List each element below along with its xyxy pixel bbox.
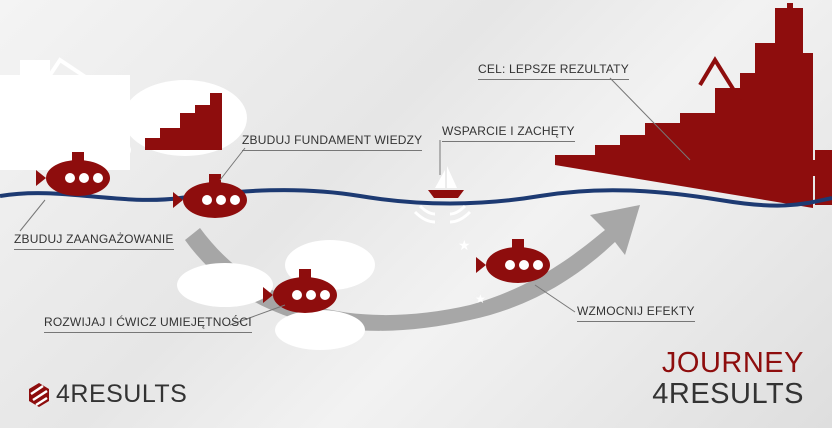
submarine-2 [173, 174, 247, 218]
journey-title: JOURNEY 4RESULTS [652, 348, 804, 410]
leader-lines [19, 77, 691, 326]
label-strengthen: WZMOCNIJ EFEKTY [577, 304, 695, 322]
label-knowledge: ZBUDUJ FUNDAMENT WIEDZY [242, 133, 423, 151]
start-city [0, 57, 130, 170]
logo-text: 4RESULTS [56, 380, 188, 408]
logo-icon [29, 382, 49, 407]
sailboat [413, 166, 472, 224]
goal-city [555, 3, 832, 208]
thought-cloud [108, 80, 247, 164]
label-engagement: ZBUDUJ ZAANGAŻOWANIE [14, 232, 174, 250]
brand-logo: 4RESULTS [28, 380, 187, 409]
sea-wave [0, 188, 832, 208]
star-icon: ★ [475, 292, 486, 306]
star-icon: ★ [458, 237, 471, 253]
progress-arrow [185, 205, 640, 331]
title-line-2: 4RESULTS [652, 378, 804, 410]
title-line-1: JOURNEY [661, 347, 804, 379]
label-goal: CEL: LEPSZE REZULTATY [478, 62, 629, 80]
label-support: WSPARCIE I ZACHĘTY [442, 124, 575, 142]
submarine-4 [476, 239, 550, 283]
label-skills: ROZWIJAJ I ĆWICZ UMIEJĘTNOŚCI [44, 315, 252, 333]
